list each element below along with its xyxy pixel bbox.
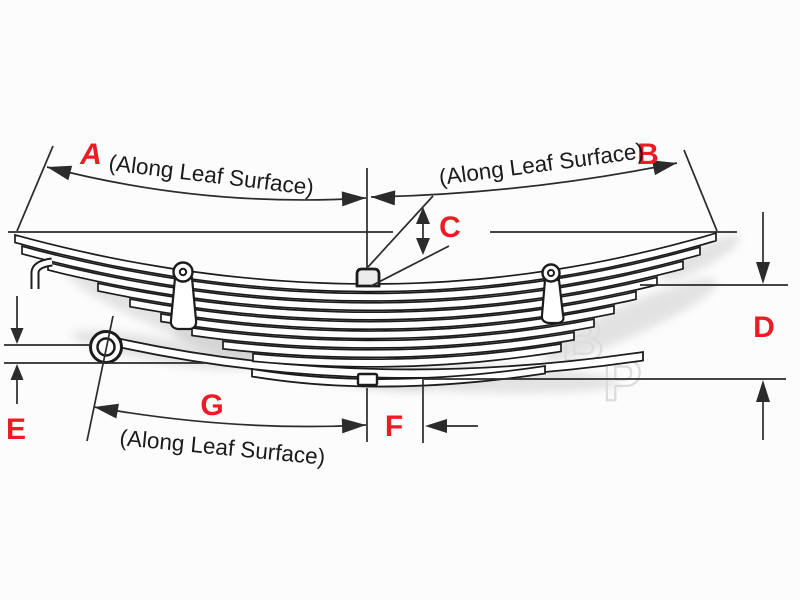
dim-label-f: F [385, 410, 403, 443]
dimension-arrowheads [10, 160, 770, 434]
spring-hardware [30, 257, 565, 387]
arrow-d-top [756, 262, 770, 284]
leaf [191, 318, 595, 349]
arrow-a-left [47, 165, 73, 181]
ext-line-b [683, 149, 718, 232]
dim-label-c: C [439, 211, 461, 244]
rebound-clip-left [169, 276, 198, 331]
arrow-e-bottom [10, 364, 24, 380]
dim-label-d: D [753, 311, 775, 344]
arrow-g-left [94, 403, 119, 419]
arrow-b-right [651, 160, 677, 176]
center-bolt-nut [356, 372, 379, 387]
g-dimension-curve [93, 406, 367, 428]
end-clip-face [32, 259, 53, 289]
arrow-g-right-f-left [341, 418, 366, 434]
center-bolt-head [355, 267, 381, 288]
b-dimension-curve [370, 162, 678, 198]
surface-note-b: (Along Leaf Surface) [437, 138, 645, 190]
dim-label-a: A [79, 138, 102, 171]
a-dimension-curve [46, 166, 367, 201]
arrow-e-top [10, 328, 24, 344]
arrow-f-right [425, 419, 447, 433]
dim-label-g: G [200, 389, 223, 422]
arrow-c-top [416, 207, 430, 224]
dim-label-e: E [6, 413, 26, 446]
leaf [222, 331, 575, 359]
arrow-a-right [341, 191, 366, 207]
clip-pin-hole-left [178, 267, 188, 277]
leaf [252, 342, 562, 368]
ext-line-a [16, 145, 54, 232]
clip-pin-left [172, 261, 194, 283]
shadow-blob [542, 278, 718, 362]
surface-note-g: (Along Leaf Surface) [119, 425, 327, 470]
rebound-clip-right [540, 278, 565, 325]
leaf [47, 260, 684, 312]
ext-line-g [86, 315, 114, 442]
arrow-d-bottom [756, 380, 770, 402]
leaf [160, 304, 615, 340]
leaf [129, 290, 637, 331]
arrow-b-left [371, 190, 396, 206]
arrow-c-bottom [416, 238, 430, 255]
clip-pin-hole-right [547, 269, 555, 277]
clip-pin-right [541, 263, 561, 283]
c-diagonal-lower [370, 245, 450, 287]
surface-note-a: (Along Leaf Surface) [107, 150, 315, 200]
bottom-leaf [251, 364, 546, 388]
dim-label-b: B [637, 138, 659, 171]
c-diagonal-upper [367, 195, 434, 268]
